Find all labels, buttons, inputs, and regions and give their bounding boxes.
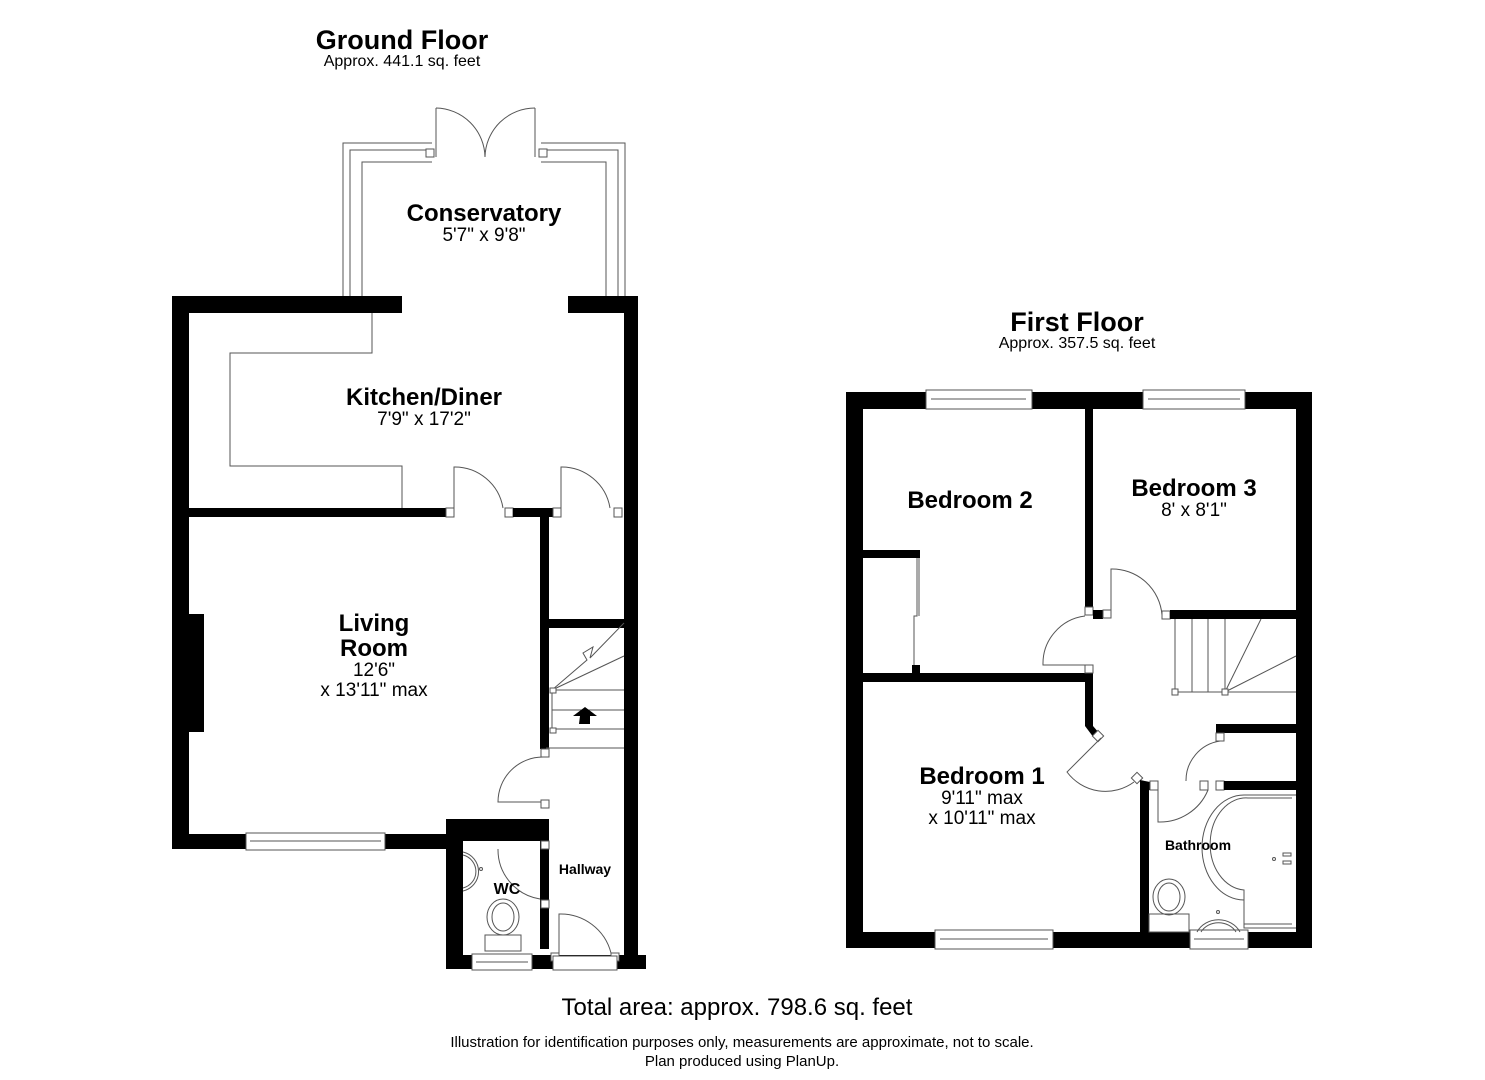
room-name: Conservatory bbox=[406, 200, 562, 227]
room-name: Bedroom 1 bbox=[919, 763, 1045, 790]
disclaimer-line1: Illustration for identification purposes… bbox=[450, 1034, 1034, 1051]
room-bathroom: Bathroom bbox=[1164, 837, 1232, 853]
room-dimensions-line2: x 10'11" max bbox=[928, 808, 1036, 830]
room-dimensions-line2: x 13'11" max bbox=[320, 680, 428, 702]
room-name: Kitchen/Diner bbox=[345, 384, 503, 411]
room-name-line1: Living bbox=[338, 610, 410, 637]
ground-floor-plan bbox=[172, 107, 646, 971]
ground-floor-heading: Ground Floor Approx. 441.1 sq. feet bbox=[316, 26, 488, 71]
first-floor-heading: First Floor Approx. 357.5 sq. feet bbox=[999, 308, 1156, 353]
room-dimensions-line1: 9'11" max bbox=[941, 788, 1023, 810]
first-floor-plan bbox=[846, 389, 1312, 950]
room-kitchen-diner: Kitchen/Diner 7'9" x 17'2" bbox=[346, 385, 502, 430]
room-dimensions: 7'9" x 17'2" bbox=[377, 409, 471, 431]
room-living-room: Living Room 12'6" x 13'11" max bbox=[320, 611, 427, 701]
ground-floor-title: Ground Floor bbox=[315, 25, 489, 55]
disclaimer: Illustration for identification purposes… bbox=[450, 1034, 1033, 1072]
room-conservatory: Conservatory 5'7" x 9'8" bbox=[407, 201, 562, 246]
room-name: Bedroom 2 bbox=[907, 487, 1033, 514]
ground-staircase bbox=[540, 622, 625, 758]
first-floor-area: Approx. 357.5 sq. feet bbox=[998, 335, 1156, 353]
room-name: Bedroom 3 bbox=[1131, 475, 1257, 502]
conservatory-frame bbox=[342, 107, 626, 298]
disclaimer-line2: Plan produced using PlanUp. bbox=[644, 1052, 840, 1070]
room-bedroom-1: Bedroom 1 9'11" max x 10'11" max bbox=[919, 764, 1044, 829]
first-floor-staircase bbox=[1171, 618, 1297, 696]
first-floor-title: First Floor bbox=[1010, 307, 1144, 337]
room-hallway: Hallway bbox=[558, 861, 612, 877]
room-dimensions: 8' x 8'1" bbox=[1161, 500, 1227, 522]
total-area: Total area: approx. 798.6 sq. feet bbox=[561, 994, 913, 1021]
room-dimensions: 5'7" x 9'8" bbox=[442, 225, 526, 247]
room-bedroom-3: Bedroom 3 8' x 8'1" bbox=[1131, 476, 1256, 521]
room-name-line2: Room bbox=[340, 635, 408, 663]
room-bedroom-2: Bedroom 2 bbox=[907, 488, 1032, 513]
room-dimensions-line1: 12'6" bbox=[352, 660, 396, 682]
stairs-up-arrow-icon bbox=[573, 707, 597, 724]
room-wc: WC bbox=[493, 881, 521, 898]
ground-floor-area: Approx. 441.1 sq. feet bbox=[323, 53, 481, 71]
